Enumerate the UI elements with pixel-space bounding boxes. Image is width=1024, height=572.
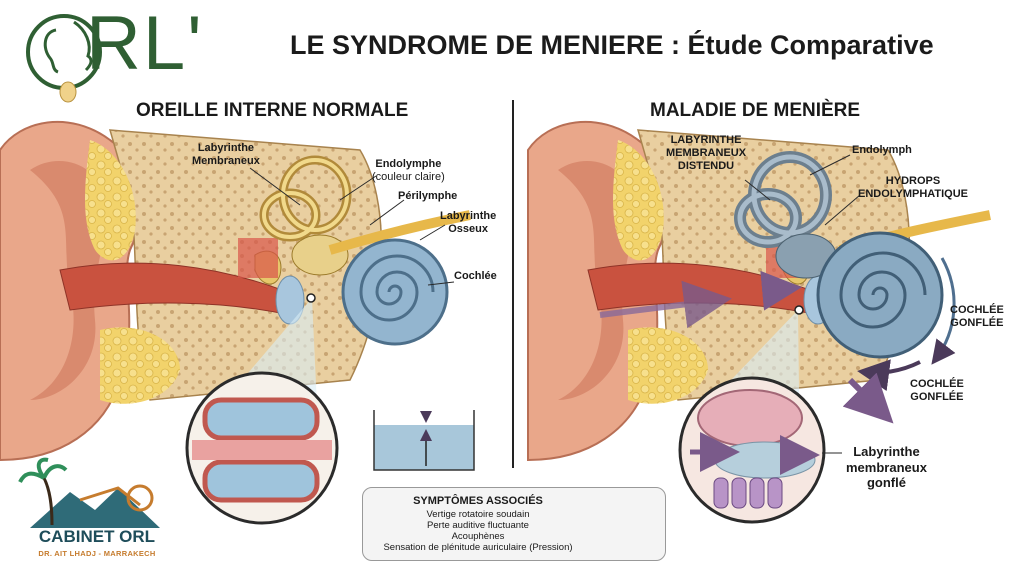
label-line: gonflé [866,475,906,491]
label-labyrinthe-distendu: LABYRINTHE MEMBRANEUX DISTENDU [666,134,746,174]
left-panel-title: OREILLE INTERNE NORMALE [136,100,409,121]
label-line: COCHLÉE [910,378,964,390]
symptom-item: Sensation de plénitude auriculaire (Pres… [383,542,573,553]
label-line: DISTENDU [677,160,735,173]
label-line: HYDROPS [885,175,941,187]
label-line: Labyrinthe [197,142,255,154]
label-line: Endolymphe [375,158,442,170]
right-panel-title: MALADIE DE MENIÈRE [650,100,861,121]
label-line: MEMBRANEUX [666,147,747,160]
normal-ear-illustration [0,120,475,525]
cabinet-subtitle: DR. AIT LHADJ - MARRAKECH [38,549,156,558]
cabinet-logo-icon [18,457,160,528]
label-line: ENDOLYMPHATIQUE [858,188,969,201]
label-labyrinthe-gonfle: Labyrinthe membraneux gonflé [846,444,927,491]
symptom-item: Vertige rotatoire soudain [426,509,530,520]
label-note: (couleur claire) [372,171,445,184]
label-endolymph: Endolymph [852,144,912,156]
label-line: GONFLÉE [950,317,1004,330]
page-title: LE SYNDROME DE MENIERE : Étude Comparati… [290,30,934,60]
meniere-ear-illustration [527,120,991,524]
label-cochlee-gonflee-a: COCHLÉE GONFLÉE [950,304,1004,330]
symptoms-title: SYMPTÔMES ASSOCIÉS [413,495,543,507]
label-cochlee-gonflee-b: COCHLÉE GONFLÉE [910,378,964,404]
label-line: Labyrinthe [440,210,497,222]
label-cochlee: Cochlée [454,270,497,282]
label-line: GONFLÉE [910,391,964,404]
logo-text: RL' [86,1,204,86]
fluid-level-icon [373,410,475,471]
label-line: Osseux [448,223,488,236]
logo-ear-icon [26,14,102,103]
label-line: Membraneux [192,155,260,168]
panel-divider [512,100,514,468]
label-line: Labyrinthe [853,444,920,459]
symptom-item: Acouphènes [451,531,505,542]
label-labyrinthe-membraneux: Labyrinthe Membraneux [192,142,260,168]
label-endolymphe: Endolymphe (couleur claire) [372,158,445,184]
cabinet-name: CABINET ORL [38,527,156,546]
symptom-item: Perte auditive fluctuante [427,520,529,531]
label-hydrops: HYDROPS ENDOLYMPHATIQUE [858,175,968,201]
label-labyrinthe-osseux: Labyrinthe Osseux [440,210,496,236]
label-line: membraneux [846,459,927,475]
label-line: LABYRINTHE [670,134,742,146]
symptoms-box: SYMPTÔMES ASSOCIÉS Vertige rotatoire sou… [362,487,666,561]
label-perilymphe: Périlymphe [398,190,458,202]
label-line: COCHLÉE [950,304,1004,316]
